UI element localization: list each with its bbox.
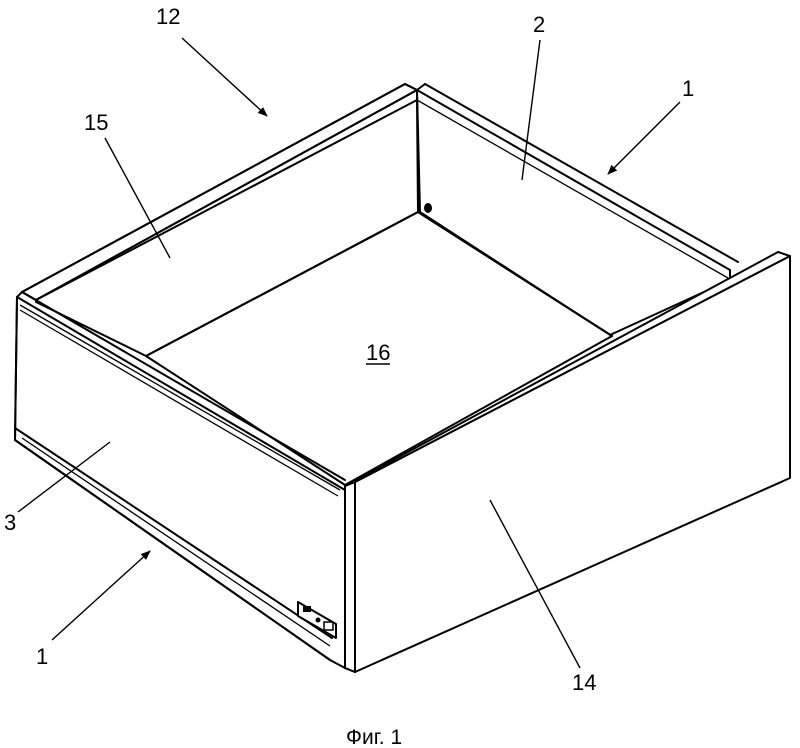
- label-1-top: 1: [682, 76, 694, 101]
- label-16: 16: [366, 340, 390, 365]
- leader-14: [489, 499, 581, 669]
- arrow-12: [181, 37, 268, 117]
- figure-caption: Фиг. 1: [346, 726, 402, 748]
- left-rear-side-wall: [21, 83, 418, 301]
- runner-bracket: [297, 601, 337, 639]
- label-14: 14: [572, 670, 596, 695]
- leader-15: [104, 137, 171, 259]
- reference-numerals: 12 2 1 15 16 3 1 14: [4, 4, 694, 695]
- leader-lines: [17, 37, 681, 669]
- label-3: 3: [4, 510, 16, 535]
- label-1-bottom: 1: [36, 644, 48, 669]
- label-2: 2: [533, 12, 545, 37]
- back-wall: [416, 83, 739, 336]
- leader-2: [521, 39, 541, 181]
- leader-3: [17, 441, 111, 513]
- label-15: 15: [84, 110, 108, 135]
- arrow-1-bottom: [51, 550, 151, 641]
- back-wall-hole: [424, 203, 432, 213]
- arrow-1-top: [607, 101, 681, 175]
- label-12: 12: [156, 4, 180, 29]
- front-panel: [344, 251, 791, 673]
- front-side-wall: [14, 291, 346, 669]
